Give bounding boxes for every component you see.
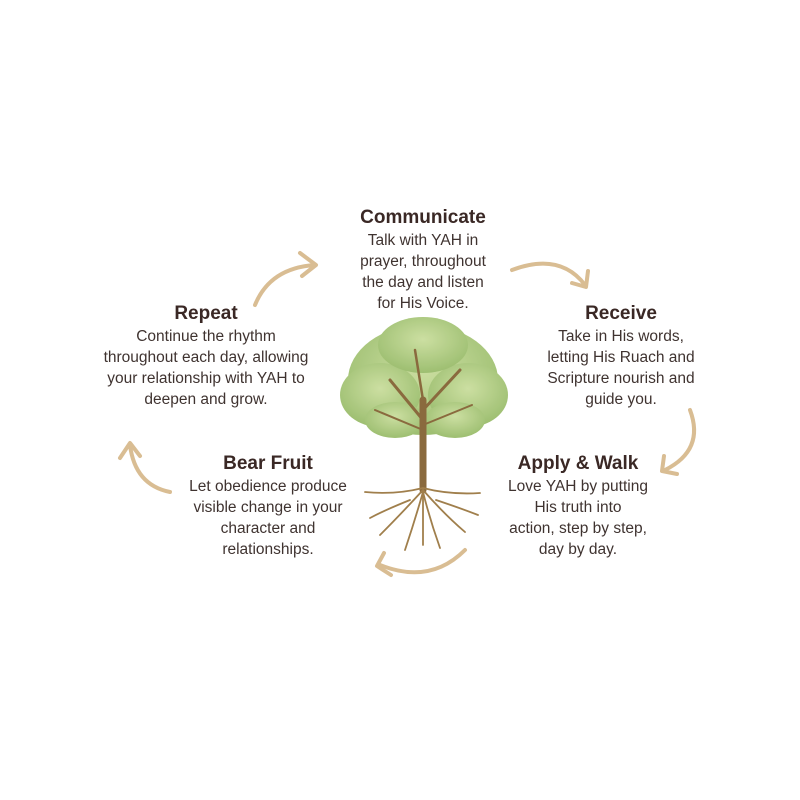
cycle-arrows (118, 251, 696, 577)
tree-canopy (340, 317, 508, 438)
step-text: letting His Ruach and (547, 349, 695, 366)
arrow-communicate-to-receive-icon (510, 261, 590, 289)
step-text: action, step by step, (509, 520, 647, 537)
step-title: Repeat (174, 303, 238, 324)
step-text: prayer, throughout (360, 253, 486, 270)
step-text: throughout each day, allowing (103, 349, 309, 366)
step-text: Scripture nourish and (547, 370, 695, 387)
tree-trunk (374, 348, 473, 494)
step-text: for His Voice. (377, 295, 469, 312)
step-text: Love YAH by putting (508, 478, 648, 495)
step-text: Take in His words, (558, 328, 684, 345)
step-bear-fruit: Bear Fruit Let obedience produce visible… (189, 452, 347, 560)
step-title: Apply & Walk (517, 453, 639, 474)
step-communicate: Communicate Talk with YAH in prayer, thr… (360, 206, 486, 314)
step-text: Let obedience produce (189, 478, 347, 495)
step-text: His truth into (534, 499, 622, 516)
step-text: visible change in your (193, 499, 343, 516)
arrow-apply-to-bearfruit-icon (375, 548, 467, 577)
step-title: Receive (585, 303, 657, 324)
tree-illustration (340, 317, 508, 551)
tree-roots (364, 487, 481, 551)
step-text: Continue the rhythm (136, 328, 276, 345)
step-text: Talk with YAH in (367, 232, 479, 249)
arrow-bearfruit-to-repeat-icon (118, 441, 172, 494)
step-text: relationships. (222, 541, 314, 558)
step-text: character and (220, 520, 316, 537)
arrow-repeat-to-communicate-icon (253, 251, 318, 307)
arrow-receive-to-apply-icon (660, 408, 696, 476)
step-title: Communicate (360, 207, 486, 228)
step-title: Bear Fruit (223, 453, 313, 474)
step-receive: Receive Take in His words, letting His R… (547, 302, 694, 410)
step-apply-walk: Apply & Walk Love YAH by putting His tru… (508, 452, 648, 560)
step-text: deepen and grow. (144, 391, 268, 408)
step-text: the day and listen (362, 274, 484, 291)
step-text: guide you. (585, 391, 657, 408)
step-text: your relationship with YAH to (107, 370, 305, 387)
step-text: day by day. (538, 541, 618, 558)
step-repeat: Repeat Continue the rhythm throughout ea… (104, 302, 309, 410)
